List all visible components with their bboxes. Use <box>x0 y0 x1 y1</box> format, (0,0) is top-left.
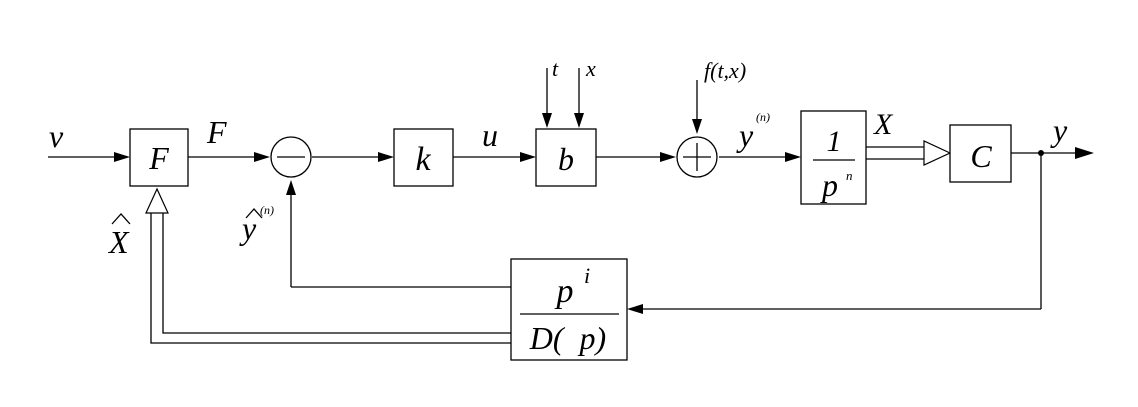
label-signal-u: u <box>482 117 498 153</box>
block-observer <box>510 258 628 361</box>
arrow-into-sum1-bottom <box>286 180 296 195</box>
label-observer-exponent: i <box>584 263 590 288</box>
arrow-into-sum2 <box>660 152 676 162</box>
label-block-F: F <box>148 140 169 176</box>
label-signal-Xhat: X <box>107 224 130 260</box>
arrow-t-input <box>542 113 552 128</box>
label-plant-denominator: p <box>820 167 838 203</box>
block-plant <box>800 110 867 205</box>
label-block-b: b <box>558 141 574 177</box>
hollow-arrow-into-F <box>145 187 169 214</box>
label-signal-f: f(t,x) <box>704 58 746 83</box>
label-observer-numerator: p <box>555 273 574 310</box>
label-observer-denominator: D( p) <box>529 320 606 356</box>
block-F <box>129 128 189 187</box>
label-signal-v: v <box>49 118 64 154</box>
arrow-output-y <box>1075 147 1094 159</box>
label-signal-yn-exp: (n) <box>756 110 770 124</box>
arrow-x-input <box>574 113 584 128</box>
arrow-into-b <box>520 152 536 162</box>
label-signal-y: y <box>1050 112 1068 148</box>
label-signal-X: X <box>873 108 894 141</box>
arrow-into-plant <box>785 152 801 162</box>
label-signal-F: F <box>206 114 227 150</box>
hat-Xhat <box>111 213 131 225</box>
arrow-into-F <box>114 152 130 162</box>
label-signal-yn: y <box>736 117 754 153</box>
hollow-arrow-into-C <box>923 140 952 166</box>
label-signal-yhat-exp: (n) <box>260 203 274 217</box>
arrow-into-k <box>378 152 394 162</box>
arrow-f-input <box>692 119 702 134</box>
double-line-inner-Xhat <box>162 213 511 334</box>
label-plant-exponent: n <box>846 168 853 183</box>
block-k <box>393 128 454 187</box>
block-C <box>949 124 1012 183</box>
arrow-into-observer <box>627 304 643 314</box>
double-line-outer-Xhat <box>150 213 511 344</box>
block-b <box>535 128 597 187</box>
hat-yhat <box>245 208 263 219</box>
label-block-C: C <box>970 138 992 174</box>
label-plant-numerator: 1 <box>827 125 842 158</box>
arrow-into-sum1 <box>254 152 270 162</box>
label-signal-x: x <box>585 56 596 81</box>
label-signal-t: t <box>552 56 559 81</box>
label-block-k: k <box>415 141 431 178</box>
label-signal-yhat: y <box>239 210 257 246</box>
